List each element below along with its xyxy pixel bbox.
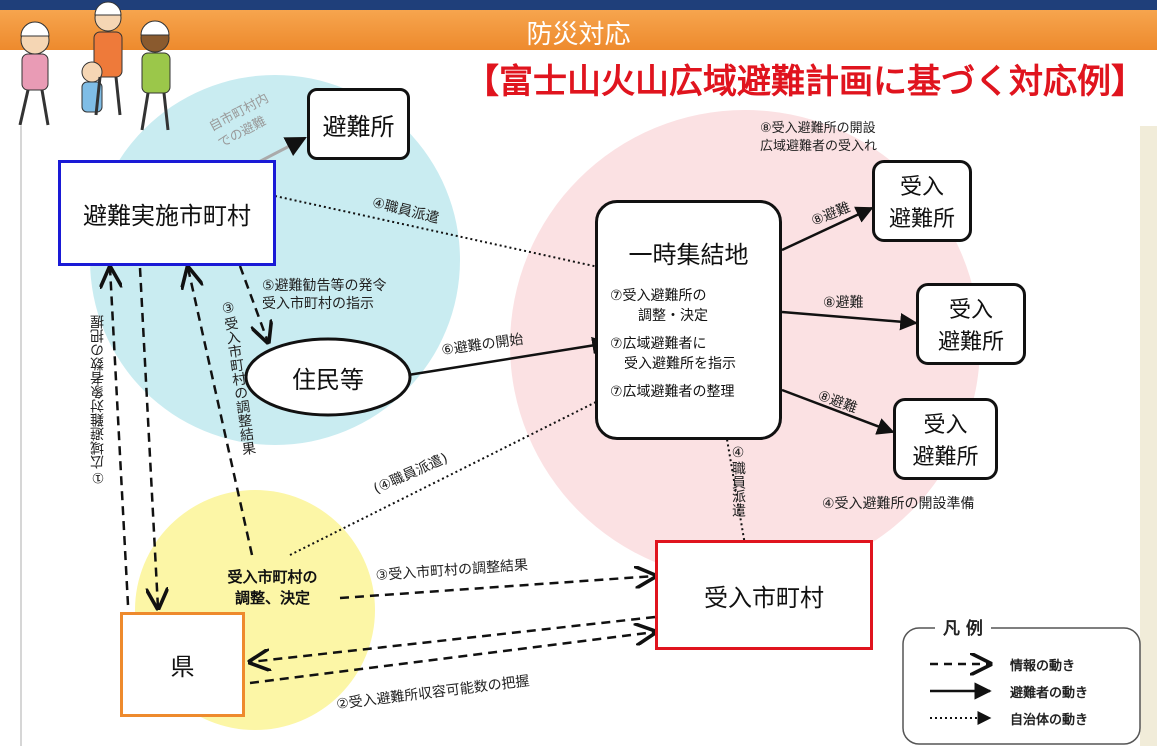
arrow-adjust-result <box>339 576 655 600</box>
legend-title: 凡 例 <box>935 614 991 639</box>
arrow-adjust-result-up <box>188 268 254 556</box>
label-grasp-count: ①広域避難対象者数の把握 <box>90 315 106 485</box>
shelter-top-box: 避難所 <box>307 88 410 160</box>
arrow-capacity-to-pref <box>250 615 656 662</box>
arrow-capacity-from-pref <box>249 632 655 685</box>
label-evac-order: ⑤避難勧告等の発令 受入市町村の指示 <box>262 278 387 312</box>
arrow-grasp-count-up <box>110 268 130 606</box>
prefecture-box: 県 <box>120 612 245 717</box>
gathering-title: 一時集結地 <box>628 241 749 269</box>
right-edge-strip <box>1140 126 1157 746</box>
arrow-evac8-b <box>781 310 918 331</box>
slide-title: 防災対応 <box>526 20 631 50</box>
arrow-evac-start <box>407 336 610 377</box>
legend-box <box>902 627 1141 745</box>
arrow-evac8-c <box>781 388 895 435</box>
receiving-municipality-box: 受入市町村 <box>655 540 873 650</box>
arrow-evac8-a <box>781 206 874 252</box>
gathering-item-3: ⑦広域避難者の整理 <box>610 384 735 400</box>
residents-node <box>244 337 412 417</box>
slide-subtitle: 【富士山火山広域避難計画に基づく対応例】 <box>465 62 1145 102</box>
gathering-item-1: ⑦受入避難所の 調整・決定 <box>610 288 708 324</box>
gathering-item-2: ⑦広域避難者に 受入避難所を指示 <box>610 336 736 372</box>
arrow-staff-dispatch-paren <box>289 389 622 556</box>
legend-info-label: 情報の動き <box>1010 659 1076 674</box>
municipality-box: 避難実施市町村 <box>58 160 276 266</box>
gathering-point-box: 一時集結地 ⑦受入避難所の 調整・決定 ⑦広域避難者に 受入避難所を指示 ⑦広域… <box>595 200 782 440</box>
title-bar: 防災対応 <box>0 10 1157 50</box>
label-staff-dispatch-vertical: ④職員派遣 <box>730 445 746 517</box>
arrow-municipality-to-pref <box>138 267 158 608</box>
left-edge-line <box>20 126 22 746</box>
label-evac8-b: ⑧避難 <box>823 295 864 311</box>
legend-gov-label: 自治体の動き <box>1010 713 1089 728</box>
legend-evacuee-label: 避難者の動き <box>1010 686 1089 701</box>
arrow-evac-order <box>238 265 268 342</box>
receiving-shelter-box-3: 受入 避難所 <box>893 398 998 480</box>
adjust-decide-text: 受入市町村の 調整、決定 <box>227 568 318 607</box>
receiving-shelter-box-2: 受入 避難所 <box>916 283 1026 365</box>
receiving-shelter-box-1: 受入 避難所 <box>872 160 972 242</box>
label-open-accept: ⑧受入避難所の開設 広域避難者の受入れ <box>760 121 878 154</box>
label-open-prep: ④受入避難所の開設準備 <box>822 496 975 512</box>
top-band <box>0 0 1157 10</box>
residents-label: 住民等 <box>292 365 364 394</box>
evacuees-illustration-icon <box>18 1 171 131</box>
